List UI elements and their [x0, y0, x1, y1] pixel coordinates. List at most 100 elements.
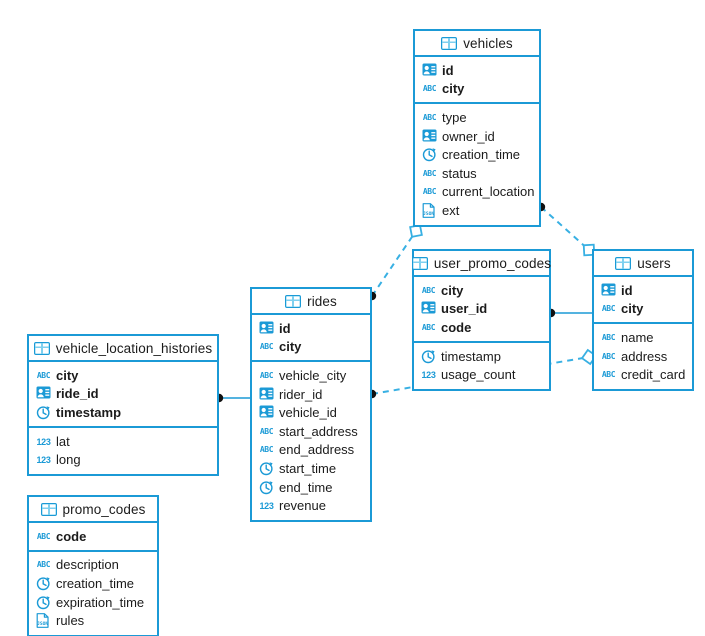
column-name: end_time [279, 479, 333, 495]
primary-key-row[interactable]: user_id [414, 300, 549, 319]
column-row[interactable]: creation_time [415, 145, 539, 164]
abc-text-icon: ABC [421, 322, 436, 332]
column-row[interactable]: 123 long [29, 450, 217, 469]
primary-key-row[interactable]: id [252, 319, 370, 338]
json-document-icon: JSON [36, 613, 51, 629]
column-name: description [56, 557, 119, 573]
table-header-promo_codes[interactable]: promo_codes [29, 497, 157, 523]
id-card-icon [421, 301, 436, 316]
primary-key-row[interactable]: ride_id [29, 385, 217, 404]
relationship-user-promo-codes-to-users[interactable] [546, 308, 592, 318]
column-name: owner_id [442, 128, 495, 144]
primary-key-name: timestamp [56, 404, 122, 420]
column-row[interactable]: ABC address [594, 347, 692, 366]
primary-key-name: city [441, 282, 464, 298]
abc-text-icon: ABC [601, 332, 616, 342]
table-title: rides [307, 293, 337, 309]
primary-key-row[interactable]: timestamp [29, 403, 217, 422]
abc-text-icon: ABC [259, 445, 274, 455]
column-row[interactable]: ABC description [29, 556, 157, 575]
id-card-icon [259, 387, 274, 402]
column-name: ext [442, 202, 460, 218]
clock-icon [36, 405, 51, 420]
relationship-one-square [409, 224, 423, 238]
relationship-vehicle-location-histories-to-rides[interactable] [214, 393, 250, 403]
column-name: timestamp [441, 348, 501, 364]
column-row[interactable]: owner_id [415, 127, 539, 146]
column-row[interactable]: timestamp [414, 347, 549, 366]
abc-text-icon: ABC [601, 370, 616, 380]
clock-icon [259, 461, 274, 476]
column-name: address [621, 348, 668, 364]
primary-key-name: id [442, 62, 454, 78]
table-title: users [637, 255, 671, 271]
column-row[interactable]: start_time [252, 459, 370, 478]
column-row[interactable]: rider_id [252, 385, 370, 404]
clock-icon [422, 147, 437, 162]
primary-key-row[interactable]: id [415, 61, 539, 80]
column-name: credit_card [621, 367, 686, 383]
primary-key-name: id [279, 320, 291, 336]
primary-key-name: city [442, 81, 465, 97]
column-row[interactable]: ABC name [594, 328, 692, 347]
abc-text-icon: ABC [422, 187, 437, 197]
relationship-vehicles-to-users[interactable] [536, 202, 596, 257]
column-row[interactable]: expiration_time [29, 593, 157, 612]
table-header-vehicles[interactable]: vehicles [415, 31, 539, 57]
svg-text:JSON: JSON [37, 621, 48, 627]
column-row[interactable]: vehicle_id [252, 403, 370, 422]
table-header-rides[interactable]: rides [252, 289, 370, 315]
column-name: long [56, 452, 81, 468]
table-header-user_promo_codes[interactable]: user_promo_codes [411, 251, 551, 277]
column-name: revenue [279, 498, 326, 514]
column-row[interactable]: ABC credit_card [594, 365, 692, 384]
column-row[interactable]: JSON ext [415, 201, 539, 220]
table-header-users[interactable]: users [594, 251, 692, 277]
column-name: creation_time [56, 575, 135, 591]
column-name: vehicle_city [279, 367, 347, 383]
clock-icon [421, 349, 436, 364]
column-row[interactable]: ABC status [415, 164, 539, 183]
column-name: name [621, 329, 654, 345]
column-name: status [442, 165, 477, 181]
abc-text-icon: ABC [601, 351, 616, 361]
primary-key-name: city [56, 367, 79, 383]
table-header-vehicle_location_histories[interactable]: vehicle_location_histories [29, 336, 217, 362]
column-name: rider_id [279, 386, 323, 402]
primary-key-row[interactable]: id [594, 281, 692, 300]
abc-text-icon: ABC [422, 168, 437, 178]
column-row[interactable]: end_time [252, 478, 370, 497]
abc-text-icon: ABC [422, 112, 437, 122]
column-row[interactable]: creation_time [29, 574, 157, 593]
abc-text-icon: ABC [36, 560, 51, 570]
svg-text:JSON: JSON [423, 211, 434, 217]
number-123-icon: 123 [36, 455, 51, 466]
